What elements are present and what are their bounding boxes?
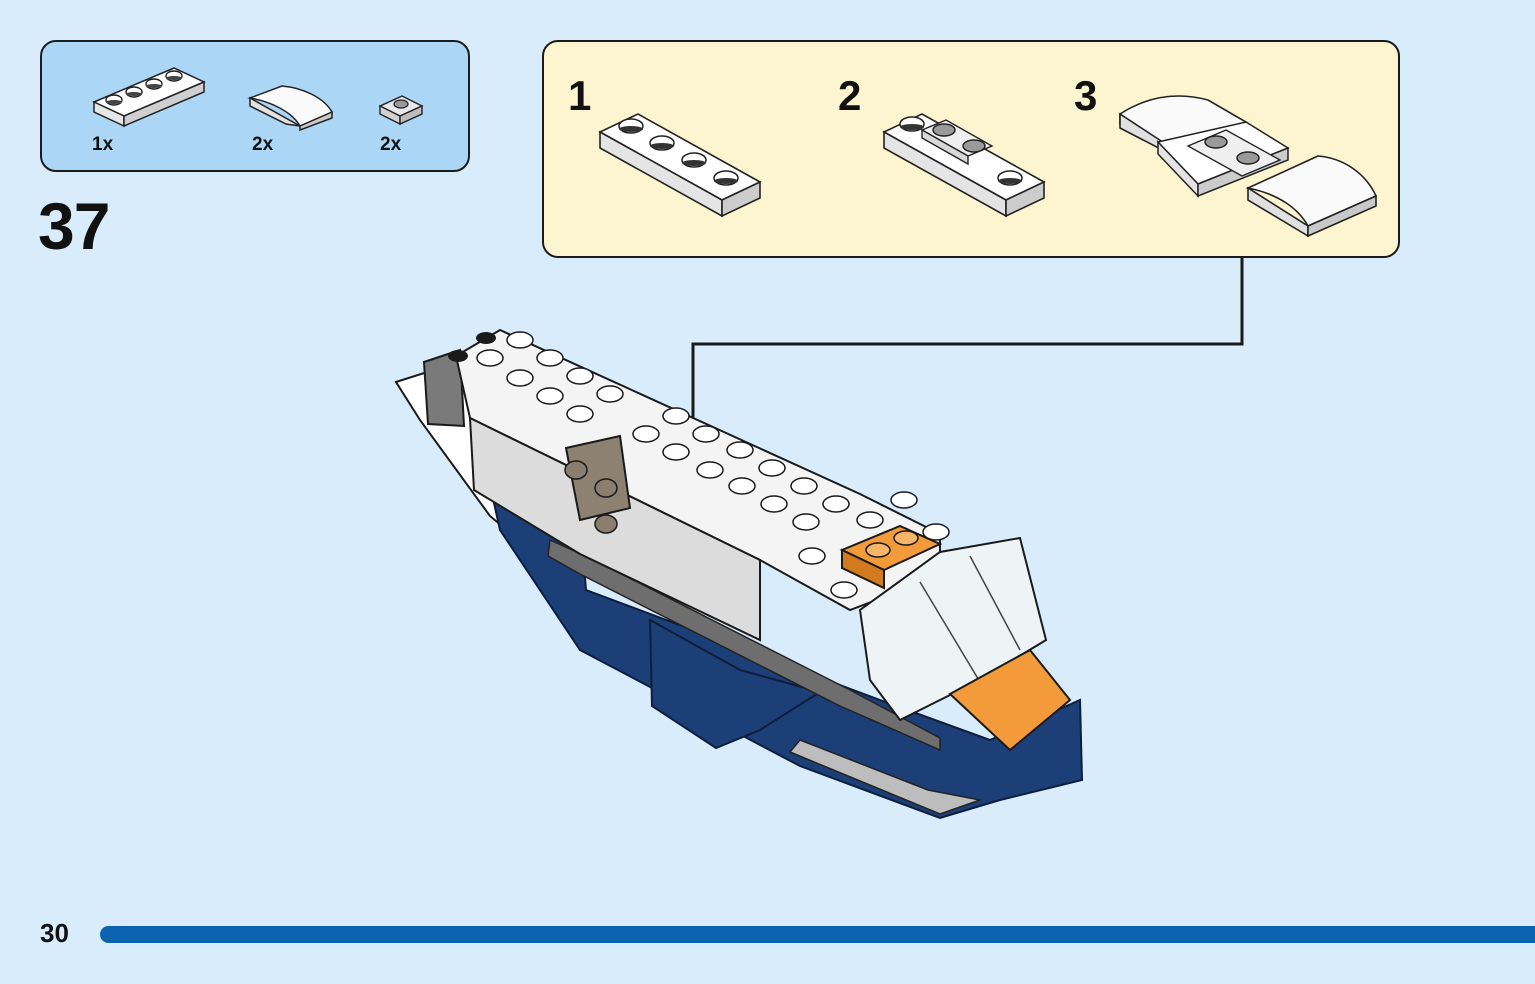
substep-callout: 1 2 3 — [542, 40, 1400, 258]
step-number: 37 — [38, 189, 110, 263]
progress-bar — [100, 926, 1535, 943]
part-quantity: 2x — [380, 134, 402, 155]
light-gray-plate-1x1-icon — [378, 95, 424, 126]
parts-callout: 1x 2x 2x — [40, 40, 470, 172]
substep-number: 3 — [1074, 72, 1098, 119]
substep-1-plate-assembly-icon — [598, 113, 762, 218]
substep-3-slope-assembly-icon — [1119, 95, 1378, 238]
white-curved-slope-icon — [247, 85, 334, 132]
page-number: 30 — [40, 918, 69, 948]
part-quantity: 2x — [252, 134, 274, 155]
substep-2-plate-assembly-icon — [882, 113, 1046, 218]
part-quantity: 1x — [92, 134, 114, 155]
white-plate-1x4-icon — [92, 67, 206, 128]
jet-plane-model-icon — [394, 328, 1084, 820]
substep-number: 1 — [568, 72, 592, 119]
substep-number: 2 — [838, 72, 862, 119]
